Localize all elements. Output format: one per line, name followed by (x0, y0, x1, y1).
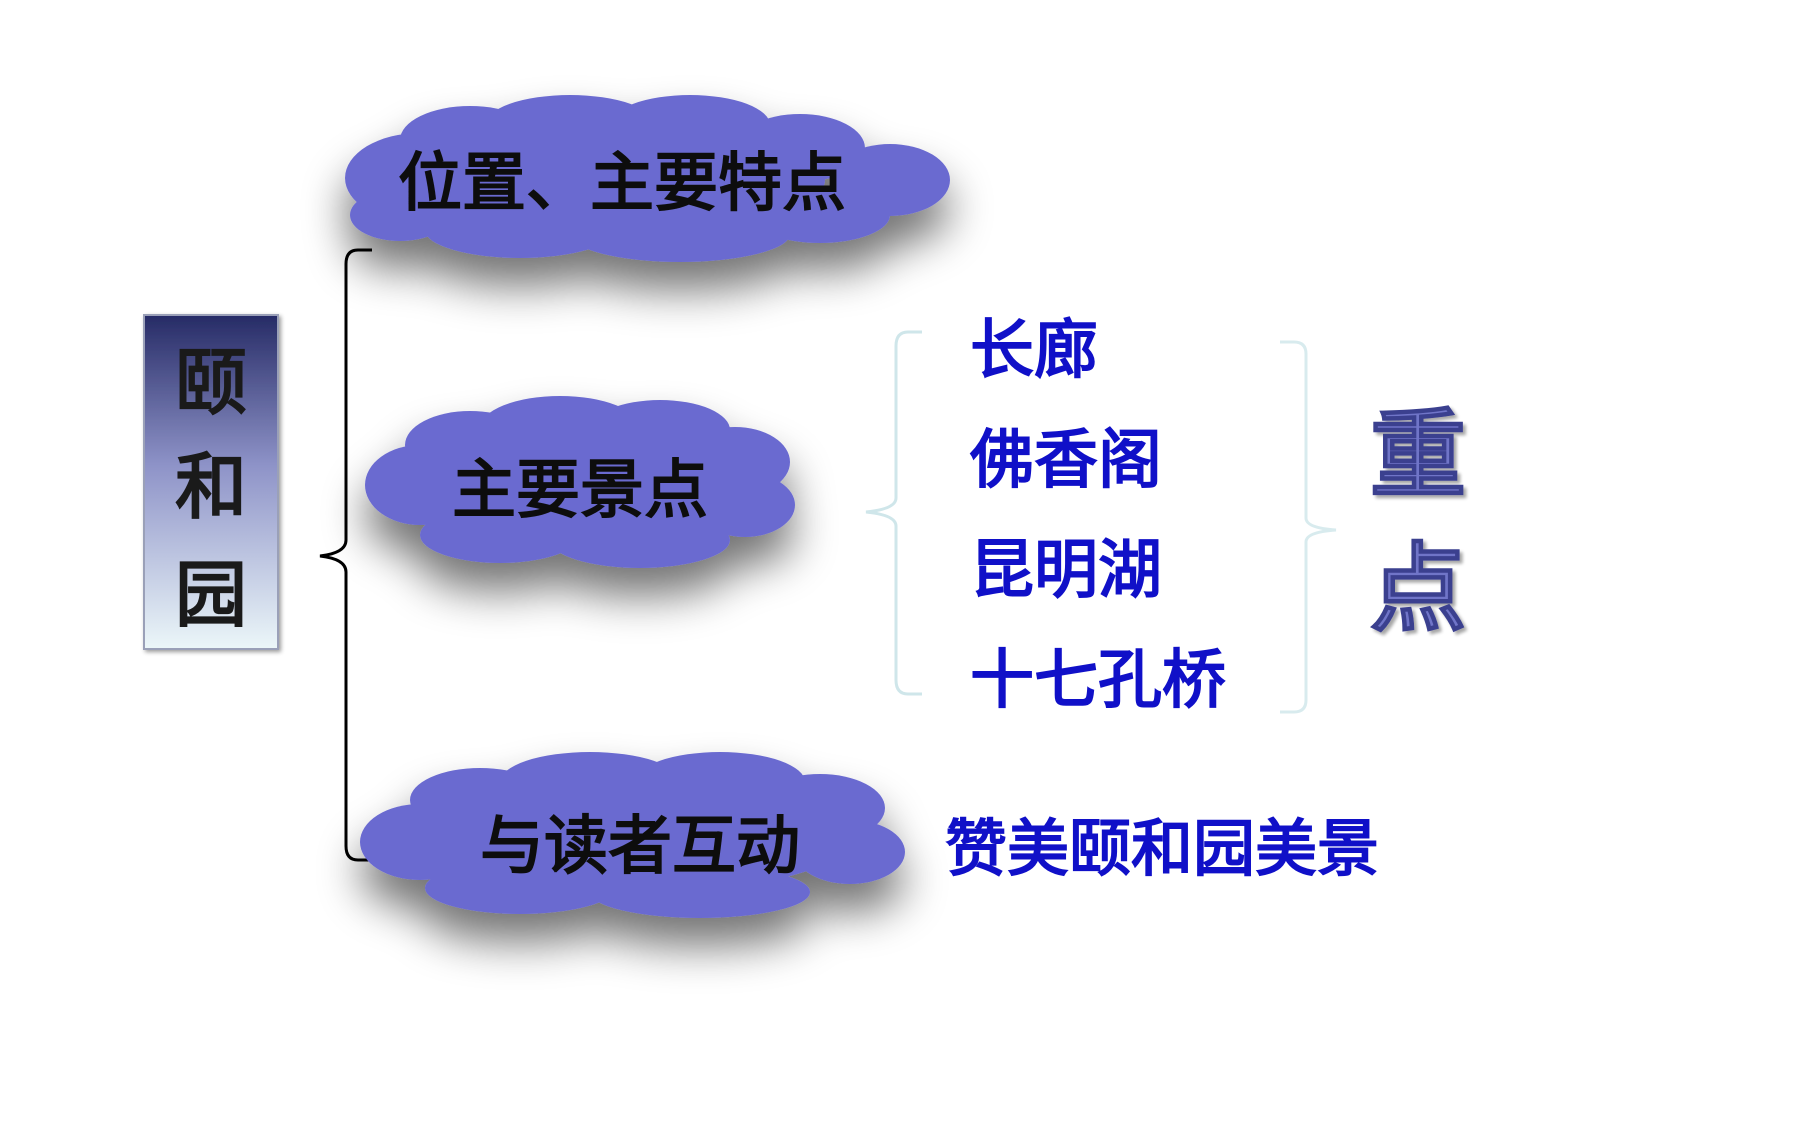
spot-item-3: 昆明湖 (970, 533, 1162, 608)
key-char-1: 重 (1370, 398, 1466, 511)
spot-item-1: 长廊 (970, 313, 1098, 388)
spots-bracket (865, 330, 922, 696)
root-char-3: 园 (175, 552, 247, 637)
root-box (143, 314, 279, 650)
main-bracket (319, 248, 372, 862)
branch-cloud-interaction: 与读者互动 (360, 752, 905, 918)
root-char-2: 和 (175, 444, 247, 529)
spot-item-4: 十七孔桥 (970, 643, 1226, 718)
spots-list: 长廊 佛香阁 昆明湖 十七孔桥 (969, 313, 1226, 718)
praise-text: 赞美颐和园美景 (945, 812, 1379, 885)
key-char-2: 点 (1370, 532, 1466, 645)
branch-label-spots: 主要景点 (452, 453, 708, 528)
branch-label-interaction: 与读者互动 (480, 809, 800, 884)
key-point: 重 点 (1369, 397, 1467, 646)
branch-cloud-location: 位置、主要特点 (345, 95, 950, 262)
root-node: 颐 和 园 (143, 314, 279, 650)
root-char-1: 颐 (175, 340, 247, 425)
branch-label-location: 位置、主要特点 (398, 146, 846, 221)
branch-cloud-spots: 主要景点 (365, 396, 795, 568)
spot-item-2: 佛香阁 (969, 423, 1162, 498)
key-bracket (1280, 340, 1337, 714)
